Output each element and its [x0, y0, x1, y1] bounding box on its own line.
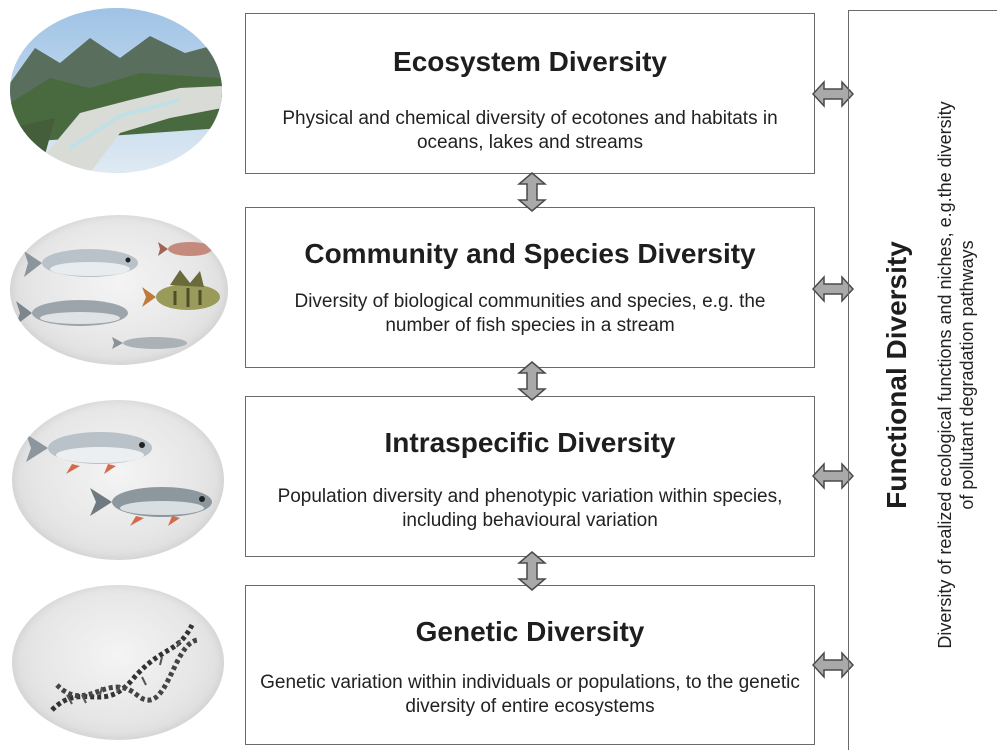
community-species-diversity-title: Community and Species Diversity [304, 238, 756, 269]
intraspecific-diversity-title: Intraspecific Diversity [384, 427, 676, 458]
double-arrow-horizontal-icon [812, 462, 854, 490]
genetic-diversity-description: Genetic variation within individuals or … [260, 672, 800, 717]
intraspecific-diversity-box: Intraspecific Diversity Population diver… [245, 396, 815, 557]
functional-diversity-description: Diversity of realized ecological functio… [935, 101, 977, 649]
double-arrow-horizontal-icon [812, 80, 854, 108]
landscape-image [10, 8, 222, 173]
double-arrow-vertical-icon [517, 551, 547, 591]
genetic-diversity-title: Genetic Diversity [415, 616, 645, 647]
fish-species-image [10, 215, 228, 365]
ecosystem-diversity-title: Ecosystem Diversity [393, 46, 667, 77]
double-arrow-horizontal-icon [812, 275, 854, 303]
functional-diversity-panel [848, 10, 997, 750]
community-species-diversity-box: Community and Species Diversity Diversit… [245, 207, 815, 368]
double-arrow-horizontal-icon [812, 651, 854, 679]
double-arrow-vertical-icon [517, 172, 547, 212]
functional-diversity-title: Functional Diversity [881, 241, 912, 509]
genetic-diversity-box: Genetic Diversity Genetic variation with… [245, 585, 815, 745]
dna-helix-image [12, 585, 224, 740]
double-arrow-vertical-icon [517, 361, 547, 401]
ecosystem-diversity-description: Physical and chemical diversity of ecoto… [282, 108, 778, 153]
ecosystem-diversity-box: Ecosystem Diversity Physical and chemica… [245, 13, 815, 174]
community-species-diversity-description: Diversity of biological communities and … [294, 291, 766, 336]
same-species-fish-image [12, 400, 224, 560]
intraspecific-diversity-description: Population diversity and phenotypic vari… [277, 486, 783, 531]
